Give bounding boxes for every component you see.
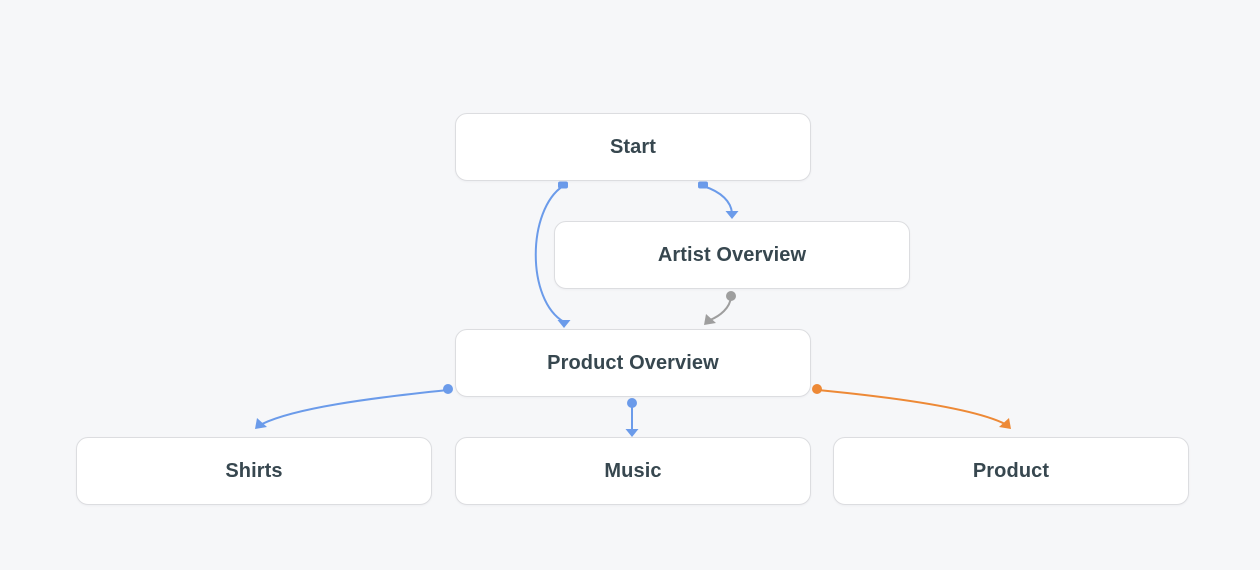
edge-source-handle[interactable]	[726, 291, 736, 301]
edge-source-handle[interactable]	[558, 181, 568, 189]
node-label: Product Overview	[547, 351, 719, 374]
node-label: Music	[604, 459, 662, 482]
edge-arrowhead-icon	[999, 418, 1011, 429]
node-shirts[interactable]: Shirts	[76, 437, 432, 505]
node-label: Artist Overview	[657, 243, 807, 266]
edge-path	[702, 185, 733, 214]
node-label: Product	[972, 459, 1050, 482]
edge-product-overview-to-shirts[interactable]	[255, 384, 453, 429]
node-start[interactable]: Start	[455, 113, 811, 181]
edge-path	[817, 389, 1006, 425]
node-product-overview[interactable]: Product Overview	[455, 329, 811, 397]
edge-path	[709, 296, 732, 321]
edge-arrowhead-icon	[725, 211, 739, 219]
edge-start-to-artist-overview[interactable]	[698, 181, 739, 220]
node-music[interactable]: Music	[455, 437, 811, 505]
edge-product-overview-to-product[interactable]	[812, 384, 1011, 429]
edge-arrowhead-icon	[704, 314, 716, 325]
node-product[interactable]: Product	[833, 437, 1189, 505]
edge-path	[261, 389, 449, 425]
edge-product-overview-to-music[interactable]	[625, 398, 639, 437]
edge-source-handle[interactable]	[812, 384, 822, 394]
edge-arrowhead-icon	[255, 418, 267, 429]
edge-source-handle[interactable]	[698, 181, 708, 189]
node-artist-overview[interactable]: Artist Overview	[554, 221, 910, 289]
node-label: Start	[609, 135, 657, 158]
edge-arrowhead-icon	[625, 429, 639, 437]
edge-artist-overview-to-product-overview[interactable]	[704, 291, 736, 325]
edge-source-handle[interactable]	[443, 384, 453, 394]
node-label: Shirts	[225, 459, 283, 482]
edge-arrowhead-icon	[557, 320, 571, 328]
edge-source-handle[interactable]	[627, 398, 637, 408]
